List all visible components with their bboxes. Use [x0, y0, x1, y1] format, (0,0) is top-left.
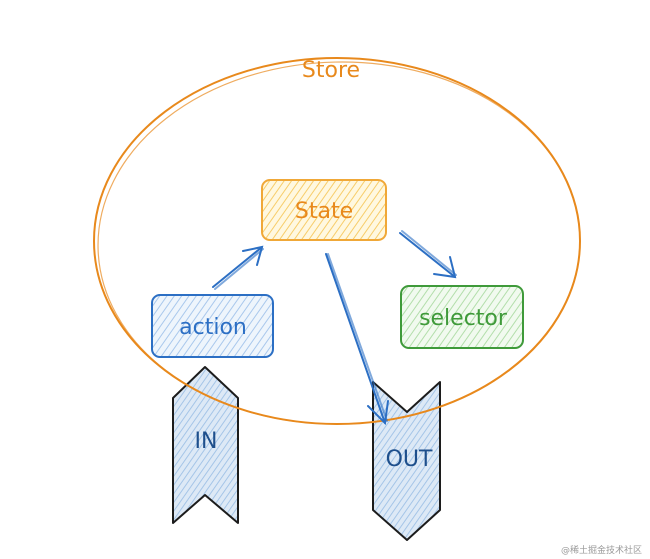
watermark: @稀土掘金技术社区 — [561, 544, 642, 556]
selector-label: selector — [419, 306, 508, 331]
arrow-state-to-out — [325, 253, 389, 426]
store-label: Store — [302, 58, 360, 83]
arrow-state-to-selector — [399, 230, 457, 279]
out-chevron — [372, 381, 441, 541]
action-label: action — [179, 315, 247, 340]
action-box — [151, 294, 274, 358]
in-label: IN — [195, 429, 218, 454]
arrow-action-to-state — [212, 245, 264, 290]
in-chevron — [172, 366, 239, 524]
state-box — [261, 179, 387, 241]
out-label: OUT — [386, 447, 433, 472]
selector-box — [400, 285, 524, 349]
state-label: State — [295, 199, 353, 224]
store-ellipse — [93, 57, 581, 425]
